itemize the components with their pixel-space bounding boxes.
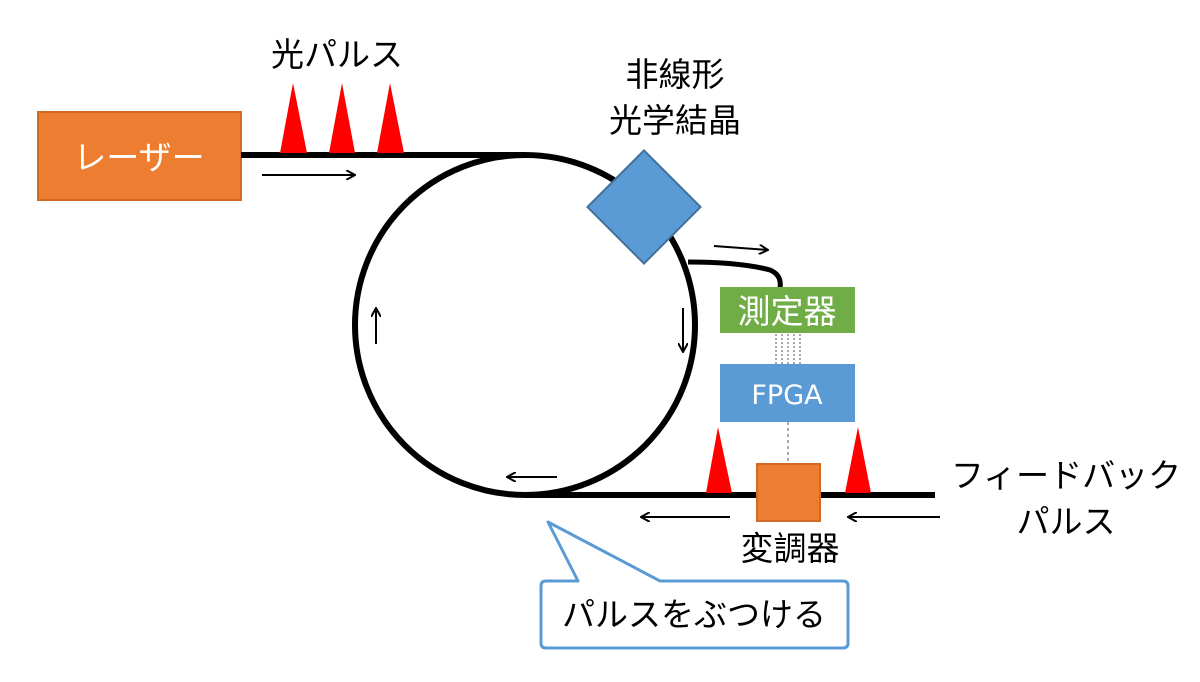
tap-fiber <box>687 259 783 289</box>
modulator-box <box>756 463 821 522</box>
modulator-label: 変調器 <box>741 529 840 568</box>
crystal-label-line1: 非線形 <box>626 55 725 94</box>
input-pulse-1 <box>280 83 307 153</box>
fpga-box <box>720 364 855 422</box>
callout-label: パルスをぶつける <box>562 595 826 634</box>
feedback-label-line2: パルス <box>1017 502 1116 541</box>
laser-label: レーザー <box>73 138 204 177</box>
input-pulse-3 <box>377 83 404 153</box>
feedback-label-line1: フィードバック <box>951 456 1181 495</box>
fpga-label: FPGA <box>751 380 823 411</box>
callout-bubble <box>539 520 850 650</box>
detector-fpga-link <box>775 334 801 364</box>
detector-box <box>720 287 855 333</box>
nonlinear-crystal <box>586 149 702 265</box>
laser-box <box>37 111 242 201</box>
crystal-label-line2: 光学結晶 <box>609 101 741 140</box>
optical-pulse-label: 光パルス <box>271 35 403 74</box>
detector-label: 測定器 <box>738 292 837 331</box>
input-pulse-2 <box>329 83 355 153</box>
tap-direction-arrow <box>713 246 768 250</box>
feedback-pulse-2 <box>845 427 871 493</box>
feedback-pulse-1 <box>706 427 732 493</box>
